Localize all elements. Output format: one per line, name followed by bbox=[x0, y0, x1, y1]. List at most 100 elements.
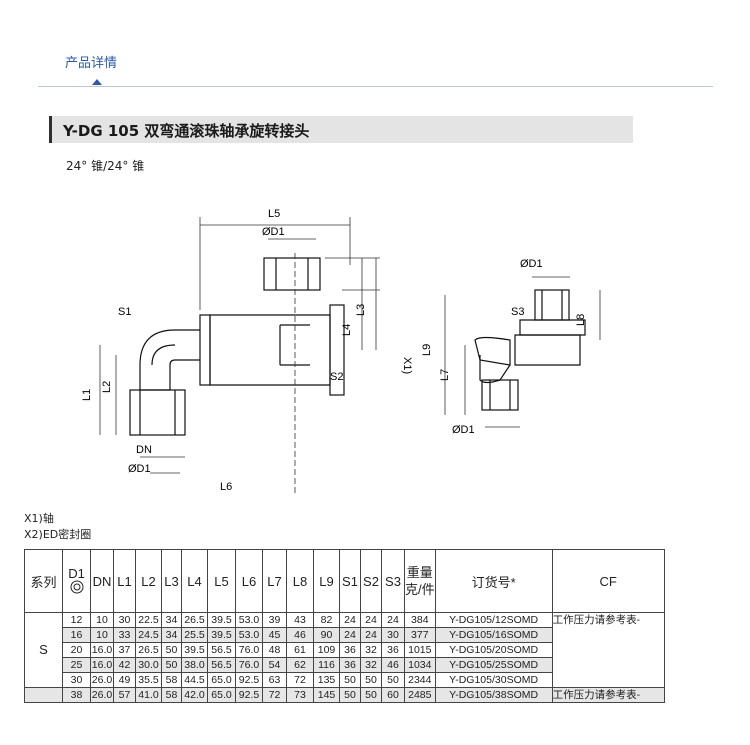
col-l5: L5 bbox=[207, 549, 236, 613]
table-cell: 24 bbox=[360, 612, 382, 628]
cf-note-cell: 工作压力请参考表- bbox=[551, 612, 665, 688]
table-cell: 38.0 bbox=[181, 657, 208, 673]
order-number-cell: Y-DG105/16SOMD bbox=[434, 627, 553, 643]
dim-label-l4: L4 bbox=[341, 324, 353, 336]
table-cell: 26.0 bbox=[90, 672, 114, 688]
col-s2: S2 bbox=[360, 549, 382, 613]
table-cell: 1034 bbox=[404, 657, 436, 673]
dim-label-l5: L5 bbox=[268, 208, 280, 220]
cf-note-cell: 工作压力请参考表- bbox=[551, 687, 665, 703]
table-cell: 26.5 bbox=[181, 612, 208, 628]
col-l6: L6 bbox=[235, 549, 263, 613]
seal-symbol-icon bbox=[70, 580, 83, 594]
table-cell: 36 bbox=[339, 657, 361, 673]
table-cell: 22.5 bbox=[135, 612, 162, 628]
note-x1: X1)轴 bbox=[24, 512, 54, 525]
table-cell: 24.5 bbox=[135, 627, 162, 643]
dim-label-d1-right-top: ØD1 bbox=[520, 258, 543, 270]
dim-label-s1: S1 bbox=[118, 306, 131, 318]
col-s3: S3 bbox=[381, 549, 405, 613]
col-l2: L2 bbox=[135, 549, 162, 613]
table-cell: 39 bbox=[262, 612, 287, 628]
table-cell: 46 bbox=[286, 627, 314, 643]
series-cell-empty bbox=[24, 687, 63, 703]
tab-product-details[interactable]: 产品详情 bbox=[65, 56, 118, 71]
table-cell: 39.5 bbox=[181, 642, 208, 658]
table-cell: 45 bbox=[262, 627, 287, 643]
table-cell: 116 bbox=[313, 657, 340, 673]
table-cell: 76.0 bbox=[235, 657, 263, 673]
left-fitting-outline bbox=[129, 257, 586, 436]
table-cell: 30 bbox=[381, 627, 405, 643]
tab-active-indicator bbox=[92, 79, 102, 85]
dim-label-d1-right-bottom: ØD1 bbox=[452, 424, 475, 436]
cone-spec: 24° 锥/24° 锥 bbox=[66, 159, 145, 173]
table-cell: 145 bbox=[313, 687, 340, 703]
order-number-cell: Y-DG105/38SOMD bbox=[434, 687, 553, 703]
table-cell: 72 bbox=[262, 687, 287, 703]
table-cell: 61 bbox=[286, 642, 314, 658]
table-cell: 90 bbox=[313, 627, 340, 643]
series-cell: S bbox=[24, 612, 63, 688]
table-cell: 73 bbox=[286, 687, 314, 703]
table-cell: 10 bbox=[90, 627, 114, 643]
table-cell: 50 bbox=[339, 672, 361, 688]
col-l9: L9 bbox=[313, 549, 340, 613]
table-cell: 377 bbox=[404, 627, 436, 643]
notes: X1)轴 X2)ED密封圈 bbox=[24, 511, 91, 543]
table-cell: 24 bbox=[381, 612, 405, 628]
col-order-number: 订货号* bbox=[434, 549, 553, 613]
table-cell: 38 bbox=[62, 687, 91, 703]
col-dn: DN bbox=[90, 549, 114, 613]
dim-label-s2: S2 bbox=[330, 371, 343, 383]
table-cell: 65.0 bbox=[207, 672, 236, 688]
table-cell: 32 bbox=[360, 657, 382, 673]
table-cell: 50 bbox=[339, 687, 361, 703]
col-d1-label: D1 bbox=[68, 566, 85, 581]
table-cell: 30.0 bbox=[135, 657, 162, 673]
table-cell: 384 bbox=[404, 612, 436, 628]
col-cf: CF bbox=[551, 549, 665, 613]
table-cell: 16 bbox=[62, 627, 91, 643]
dim-label-l8: L8 bbox=[575, 314, 587, 326]
table-cell: 48 bbox=[262, 642, 287, 658]
technical-drawing: L5 ØD1 S1 L4 L3 L1 L2 S2 DN ØD1 L6 ØD1 S… bbox=[81, 208, 601, 495]
table-cell: 50 bbox=[381, 672, 405, 688]
table-cell: 58 bbox=[161, 687, 182, 703]
table-cell: 26.0 bbox=[90, 687, 114, 703]
order-number-cell: Y-DG105/12SOMD bbox=[434, 612, 553, 628]
table-cell: 49 bbox=[113, 672, 136, 688]
table-cell: 50 bbox=[360, 687, 382, 703]
table-cell: 82 bbox=[313, 612, 340, 628]
axis-label-x1: X1) bbox=[401, 357, 413, 374]
table-cell: 54 bbox=[262, 657, 287, 673]
col-l8: L8 bbox=[286, 549, 314, 613]
table-cell: 58 bbox=[161, 672, 182, 688]
dim-label-l9: L9 bbox=[421, 344, 433, 356]
table-cell: 42.0 bbox=[181, 687, 208, 703]
dim-label-l7: L7 bbox=[439, 369, 451, 381]
table-cell: 2485 bbox=[404, 687, 436, 703]
table-cell: 34 bbox=[161, 627, 182, 643]
col-weight-line1: 重量 bbox=[406, 565, 433, 580]
table-cell: 20 bbox=[62, 642, 91, 658]
table-cell: 92.5 bbox=[235, 687, 263, 703]
dim-label-s3: S3 bbox=[511, 306, 524, 318]
table-cell: 62 bbox=[286, 657, 314, 673]
title-accent-bar bbox=[49, 116, 52, 143]
dim-label-l2: L2 bbox=[101, 381, 113, 393]
table-cell: 24 bbox=[360, 627, 382, 643]
table-cell: 50 bbox=[161, 657, 182, 673]
table-cell: 25 bbox=[62, 657, 91, 673]
table-cell: 39.5 bbox=[207, 612, 236, 628]
table-cell: 24 bbox=[339, 627, 361, 643]
note-x2: X2)ED密封圈 bbox=[24, 528, 92, 541]
col-weight-line2: 克/件 bbox=[405, 582, 435, 597]
table-cell: 72 bbox=[286, 672, 314, 688]
tab-bar: 产品详情 bbox=[38, 40, 713, 87]
table-cell: 1015 bbox=[404, 642, 436, 658]
table-cell: 135 bbox=[313, 672, 340, 688]
